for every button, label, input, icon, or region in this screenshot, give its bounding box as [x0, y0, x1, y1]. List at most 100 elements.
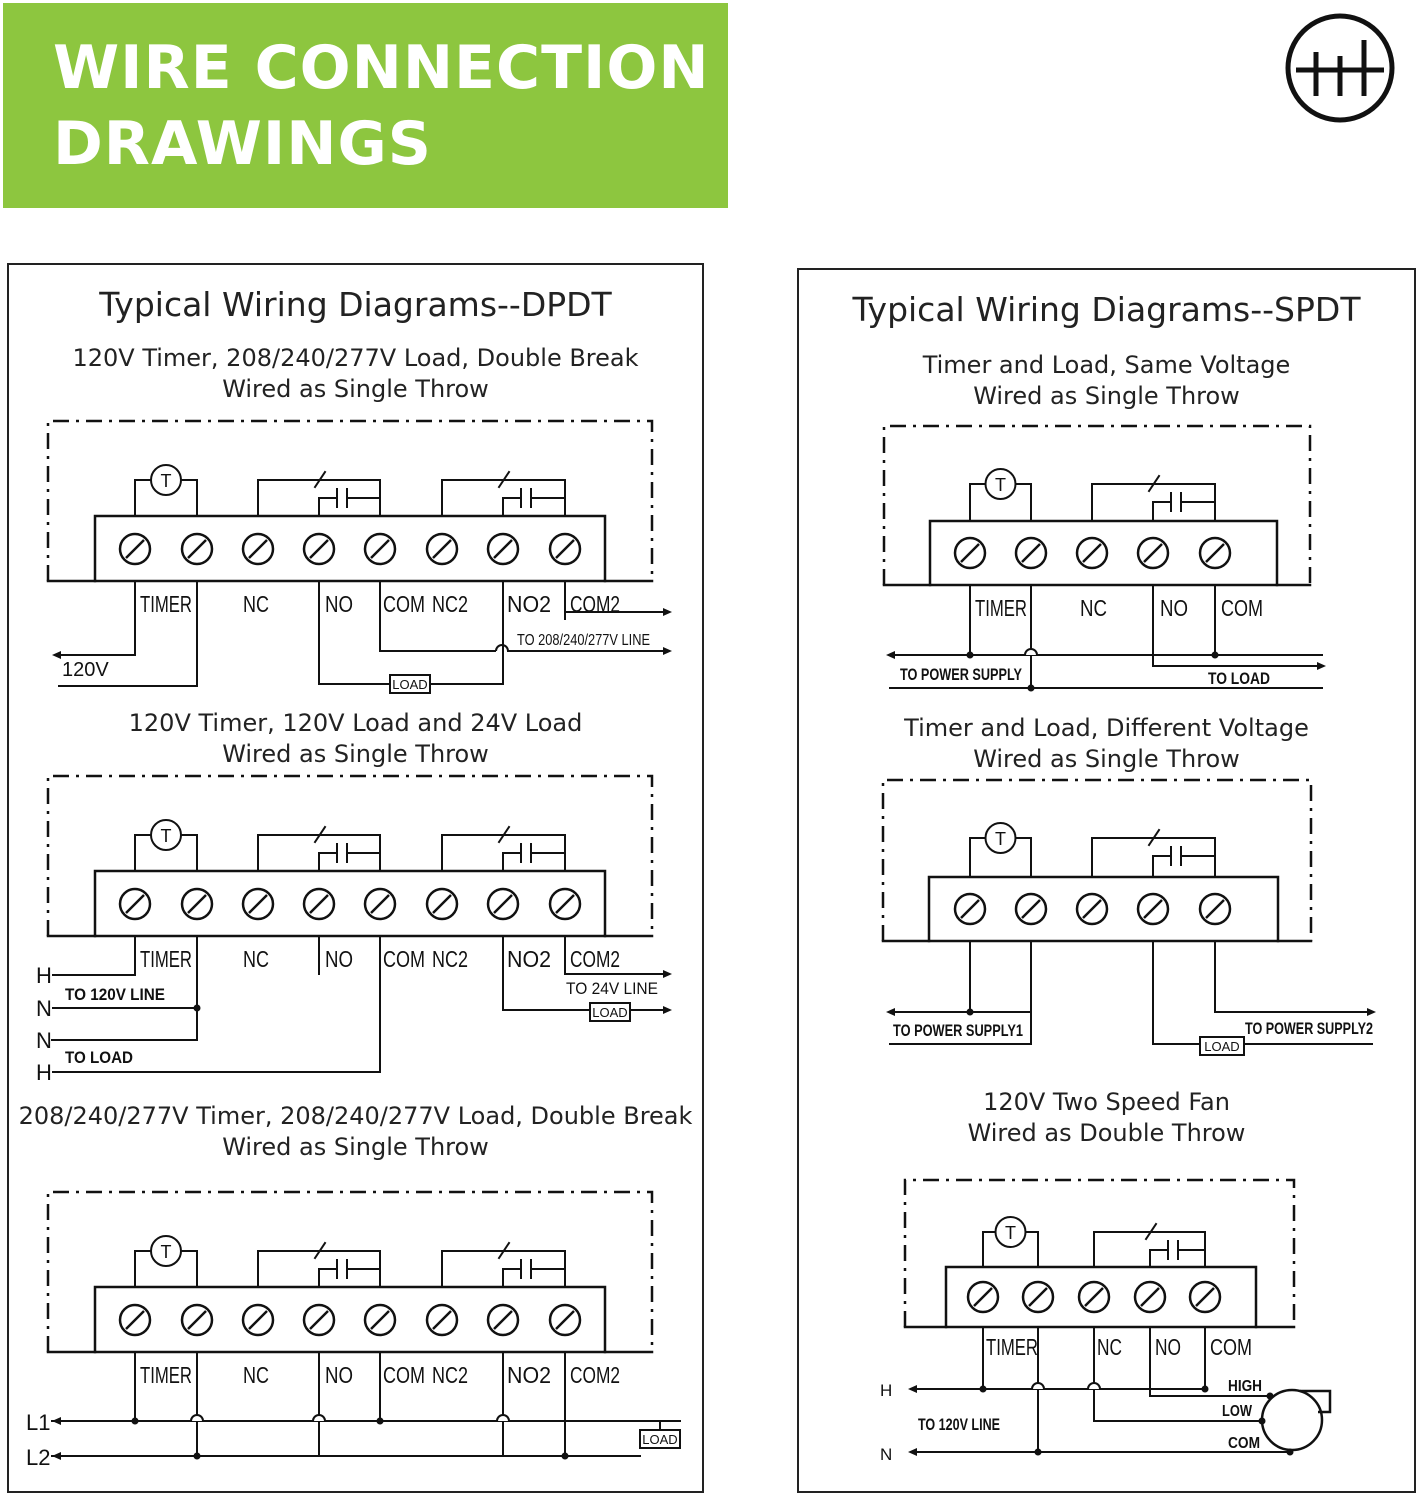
dpdt-d2-pole1-no-wire	[318, 852, 337, 871]
dpdt-d2-pole1-nc-wire	[257, 834, 311, 871]
dpdt-d1-pole2-no-wire	[502, 497, 521, 516]
label-to-120v-line: TO 120V LINE	[65, 985, 165, 1004]
screw-slot	[960, 899, 980, 919]
wire-crossover	[312, 1414, 326, 1422]
screw-slot	[1205, 543, 1225, 563]
screw-slot	[125, 894, 145, 914]
fan-high-terminal	[1266, 1392, 1274, 1400]
spdt-d2-timer-wire-a	[969, 837, 986, 877]
h-line-wire	[52, 936, 136, 976]
spdt-d1-housing	[882, 424, 1312, 585]
spdt-d2-pole-nc-contact-slash	[1147, 828, 1161, 847]
screw-slot	[960, 543, 980, 563]
dpdt-d2-terminal-label: COM2	[570, 946, 620, 972]
screw-slot	[125, 1310, 145, 1330]
screw-slot	[973, 1287, 993, 1307]
dpdt-d1-timer-motor-symbol	[150, 464, 182, 496]
dpdt-d1-caption-2: Wired as Single Throw	[222, 375, 489, 403]
spdt-d1-pole-no-wire	[1152, 501, 1171, 521]
label-h: H	[880, 1381, 892, 1400]
dpdt-d2-pole2-nc-wire	[441, 834, 495, 871]
timer-120v-wire	[58, 581, 136, 656]
junction-dot	[376, 1417, 384, 1425]
dpdt-d1-pole1-nc-wire	[257, 479, 311, 516]
l1-arrow	[52, 1417, 61, 1425]
spdt-d1-terminal-label: TIMER	[975, 595, 1027, 621]
junction-dot	[193, 1452, 201, 1460]
spdt-d1-timer-motor-symbol	[984, 468, 1017, 500]
screw-slot	[248, 1310, 268, 1330]
load-box-label: LOAD	[392, 677, 427, 692]
label-to-load: TO LOAD	[65, 1048, 133, 1067]
dpdt-d1-pole1-com-wire	[372, 479, 381, 516]
screw-slot	[555, 1310, 575, 1330]
dpdt-d1-pole1-nc-contact-slash	[313, 470, 327, 489]
load-arrow	[1317, 662, 1326, 670]
junction-dot	[1211, 651, 1219, 659]
h-load-wire	[52, 936, 381, 1073]
label-n-2: N	[36, 1028, 52, 1053]
screw-slot	[370, 894, 390, 914]
label-fan-com: COM	[1228, 1435, 1260, 1452]
spdt-d1-pole-nc-wire	[1091, 483, 1145, 521]
label-120v: 120V	[62, 659, 109, 681]
dpdt-d1-housing	[46, 419, 654, 581]
dpdt-d3-terminal-label: COM2	[570, 1362, 620, 1388]
label-to-208-240-277v-line: TO 208/240/277V LINE	[517, 632, 650, 649]
timer-motor-letter: T	[1005, 1223, 1016, 1243]
spdt-d1-caption-1: Timer and Load, Same Voltage	[922, 351, 1291, 379]
junction-dot	[979, 1385, 987, 1393]
120v-arrow	[52, 651, 61, 659]
dpdt-d3-pole2-nc-wire	[441, 1250, 495, 1287]
screw-slot	[309, 894, 329, 914]
timer-neutral-wire	[58, 581, 198, 687]
screw-slot	[1140, 1287, 1160, 1307]
label-to-power-supply1: TO POWER SUPPLY1	[893, 1021, 1023, 1040]
spdt-d1-timer-wire-a	[969, 483, 986, 521]
line-arrow-2	[663, 647, 672, 655]
wire-crossover	[496, 1414, 510, 1422]
spdt-d3-timer-wire-b	[1025, 1231, 1039, 1267]
spdt-d3-terminal-label: NO	[1155, 1334, 1181, 1360]
no2-load-wire	[502, 936, 590, 1011]
spdt-d2-pole-com-wire	[1207, 837, 1216, 877]
spdt-d2-pole-nc-wire	[1091, 837, 1145, 877]
screw-slot	[187, 894, 207, 914]
dpdt-d2-pole2-no-wire	[502, 852, 521, 871]
dpdt-d3-timer-wire-b	[181, 1250, 198, 1287]
spdt-d2-caption-2: Wired as Single Throw	[973, 745, 1240, 773]
dpdt-d2-terminal-block	[93, 869, 607, 938]
dpdt-d3-pole1-com-wire	[372, 1250, 381, 1287]
screw-slot	[493, 1310, 513, 1330]
dpdt-d1-pole2-nc-wire	[441, 479, 495, 516]
spdt-d3-pole-com-wire	[1197, 1231, 1206, 1267]
screw-slot	[187, 1310, 207, 1330]
label-h-2: H	[36, 1060, 52, 1085]
spdt-d3-caption-1: 120V Two Speed Fan	[983, 1088, 1230, 1116]
screw-slot	[555, 539, 575, 559]
screw-slot	[1028, 1287, 1048, 1307]
dpdt-d2-timer-motor-symbol	[150, 819, 182, 851]
dpdt-d1-terminal-label: NC2	[432, 591, 468, 617]
dpdt-d1-timer-wire-a	[134, 479, 151, 516]
dpdt-d3-pole2-com-wire	[557, 1250, 566, 1287]
dpdt-d3-terminal-label: NO	[325, 1362, 353, 1388]
wire-crossover	[1087, 1382, 1101, 1390]
banner-title-line1: WIRE CONNECTION	[53, 33, 710, 103]
dpdt-d3-pole2-nc-contact-slash	[497, 1241, 511, 1260]
screw-slot	[432, 539, 452, 559]
dpdt-d1-caption-1: 120V Timer, 208/240/277V Load, Double Br…	[72, 344, 639, 372]
dpdt-d3-timer-motor-symbol	[150, 1235, 182, 1267]
dpdt-d3-housing	[46, 1190, 654, 1352]
com2-line-wire	[564, 581, 668, 613]
dpdt-d2-terminal-label: NO2	[507, 946, 551, 972]
label-low: LOW	[1222, 1403, 1253, 1420]
spdt-d1-terminal-label: NC	[1080, 595, 1107, 621]
screw-slot	[1205, 899, 1225, 919]
dpdt-d3-terminal-label: NC	[243, 1362, 269, 1388]
load-box-label: LOAD	[642, 1432, 677, 1447]
h-arrow	[908, 1385, 917, 1393]
screw-slot	[493, 539, 513, 559]
